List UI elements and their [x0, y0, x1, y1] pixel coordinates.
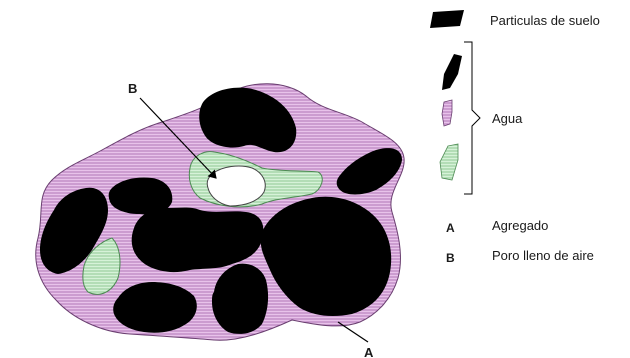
legend-water-pink-icon: [442, 100, 452, 126]
legend-water-label: Agua: [492, 111, 523, 126]
legend-particles-label: Particulas de suelo: [490, 13, 600, 28]
legend-water-particle-icon: [442, 54, 462, 90]
legend-water-bracket: [464, 42, 480, 194]
legend-water-green-icon: [440, 144, 458, 180]
air-pore: [207, 166, 265, 206]
legend-pore-letter: B: [446, 251, 455, 265]
legend-aggregate-label: Agregado: [492, 218, 548, 233]
pointer-to-aggregate: [338, 322, 368, 342]
legend-particle-icon: [430, 10, 464, 28]
legend: Particulas de suelo Agua A Agregado B Po…: [430, 10, 600, 265]
legend-pore-label: Poro lleno de aire: [492, 248, 594, 263]
label-A: A: [364, 345, 374, 358]
label-B: B: [128, 81, 137, 96]
legend-aggregate-letter: A: [446, 221, 455, 235]
